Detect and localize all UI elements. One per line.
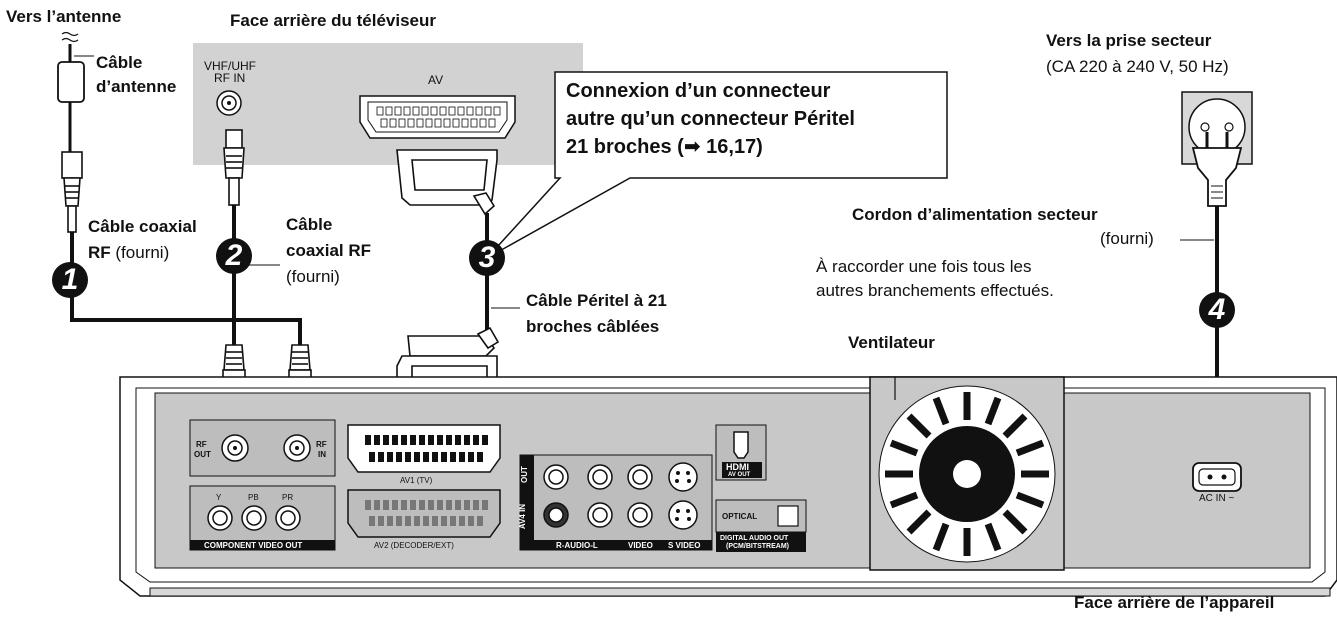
label-coax1-note: (fourni) xyxy=(110,243,170,262)
panel-svideo: S VIDEO xyxy=(668,541,701,550)
panel-pr: PR xyxy=(282,493,294,502)
label-power-note: (fourni) xyxy=(1100,229,1154,248)
callout-line-2: autre qu’un connecteur Péritel xyxy=(566,108,855,130)
hdmi-port xyxy=(733,431,749,459)
panel-pb: PB xyxy=(248,493,259,502)
rf-in-jack xyxy=(283,434,311,462)
fan-grille xyxy=(869,376,1065,571)
label-coax1: Câble coaxial xyxy=(88,217,197,236)
mains-plug-icon xyxy=(1191,132,1243,207)
av2-scart-socket xyxy=(347,489,501,538)
label-power-instr-1: À raccorder une fois tous les xyxy=(816,257,1032,276)
label-power-instr-2: autres branchements effectués. xyxy=(816,281,1054,300)
panel-av4in: AV4 IN xyxy=(518,503,528,530)
panel-digital-1: DIGITAL AUDIO OUT xyxy=(720,535,789,542)
panel-av1: AV1 (TV) xyxy=(400,476,433,485)
panel-rf-in-1: RF xyxy=(316,440,327,449)
label-coax1-line2: RF (fourni) xyxy=(88,242,169,264)
tv-scart-socket xyxy=(359,95,516,139)
step-1: 1 xyxy=(52,262,88,298)
rf-panel xyxy=(189,419,336,477)
coax-plug-icon xyxy=(61,129,312,415)
label-fan: Ventilateur xyxy=(848,333,935,352)
step-4: 4 xyxy=(1199,292,1235,328)
label-antenna-cable-1: Câble xyxy=(96,53,143,72)
antenna-icon xyxy=(57,31,94,103)
label-tv-rear: Face arrière du téléviseur xyxy=(230,11,437,30)
panel-av-out: AV OUT xyxy=(728,472,751,478)
step-3: 3 xyxy=(469,240,505,276)
label-scart-1: Câble Péritel à 21 xyxy=(526,291,667,310)
label-coax2-note: (fourni) xyxy=(286,267,340,286)
panel-hdmi: HDMI xyxy=(726,462,749,472)
panel-video: VIDEO xyxy=(628,541,653,550)
tv-rf-in-jack xyxy=(216,90,242,116)
optical-port xyxy=(777,505,799,527)
label-unit-rear: Face arrière de l’appareil xyxy=(1074,593,1275,612)
rf-out-jack xyxy=(221,434,249,462)
label-mains-direction: Vers la prise secteur xyxy=(1046,31,1212,50)
av1-scart-socket xyxy=(347,424,501,473)
label-antenna-direction: Vers l’antenne xyxy=(6,7,122,26)
label-power-cord: Cordon d’alimentation secteur xyxy=(852,205,1098,224)
panel-acin: AC IN ~ xyxy=(1199,493,1235,504)
panel-optical: OPTICAL xyxy=(722,512,758,521)
label-coax2-1: Câble xyxy=(286,215,333,234)
svideo-pins xyxy=(675,471,691,521)
label-scart-2: broches câblées xyxy=(526,317,660,336)
callout-box xyxy=(486,71,948,259)
panel-rf-out-1: RF xyxy=(196,440,207,449)
label-coax1-rf: RF xyxy=(88,243,111,262)
panel-out: OUT xyxy=(519,466,529,483)
panel-rf-out-2: OUT xyxy=(194,450,211,459)
label-antenna-cable-2: d’antenne xyxy=(96,77,177,96)
callout-line-1: Connexion d’un connecteur xyxy=(566,80,831,102)
callout-line-3: 21 broches (➡ 16,17) xyxy=(566,136,763,158)
panel-av2: AV2 (DECODER/EXT) xyxy=(374,541,454,550)
av-jacks xyxy=(543,462,698,530)
label-tv-rf-in-1: VHF/UHF xyxy=(204,59,256,73)
label-tv-rf-in-2: RF IN xyxy=(214,71,246,85)
panel-digital-2: (PCM/BITSTREAM) xyxy=(726,543,789,550)
panel-rf-in-2: IN xyxy=(318,450,326,459)
step-2: 2 xyxy=(216,238,252,274)
leader-lines xyxy=(238,239,1214,309)
scart-plug-icon xyxy=(396,149,500,403)
label-tv-av: AV xyxy=(428,73,444,87)
panel-component: COMPONENT VIDEO OUT xyxy=(204,541,303,550)
panel-raudio: R-AUDIO-L xyxy=(556,541,598,550)
component-label-bar xyxy=(190,540,335,550)
panel-y: Y xyxy=(216,493,222,502)
label-mains-spec: (CA 220 à 240 V, 50 Hz) xyxy=(1046,57,1229,76)
component-jacks xyxy=(207,505,301,531)
label-coax2-2: coaxial RF xyxy=(286,241,372,260)
